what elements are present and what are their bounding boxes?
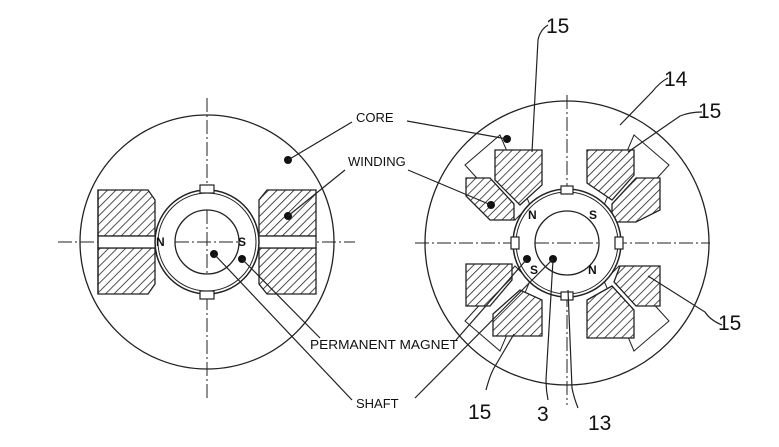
ref-3: 3: [537, 403, 549, 426]
right-pole-s-bottom: S: [530, 263, 538, 277]
ref-15-bottom: 15: [468, 401, 491, 424]
ref-13: 13: [588, 412, 611, 435]
left-winding-right: [257, 189, 317, 295]
right-winding-upper-right: [586, 149, 661, 223]
left-motor: N S: [58, 98, 355, 400]
ref-14: 14: [664, 68, 688, 91]
ref-15-upper-right: 15: [698, 100, 721, 123]
label-core: CORE: [356, 110, 394, 125]
ref-15-lower-right: 15: [718, 312, 741, 335]
right-winding-upper-left: [465, 149, 543, 221]
right-pole-n-bottom: N: [588, 263, 597, 277]
left-winding-left: [97, 189, 157, 295]
label-shaft: SHAFT: [356, 396, 399, 411]
right-pole-s-top: S: [589, 208, 597, 222]
right-motor: N S S N: [415, 95, 710, 405]
left-core-circle: [79, 114, 335, 370]
label-permanent-magnet: PERMANENT MAGNET: [310, 337, 458, 352]
ref-15-top: 15: [546, 15, 569, 38]
leader-lines: [213, 24, 723, 409]
label-winding: WINDING: [348, 154, 406, 169]
right-pole-n-top: N: [528, 208, 537, 222]
left-pole-s: S: [238, 235, 246, 249]
left-pole-n: N: [156, 235, 165, 249]
right-core-circle: [424, 100, 710, 386]
right-winding-lower-left: [465, 263, 543, 337]
